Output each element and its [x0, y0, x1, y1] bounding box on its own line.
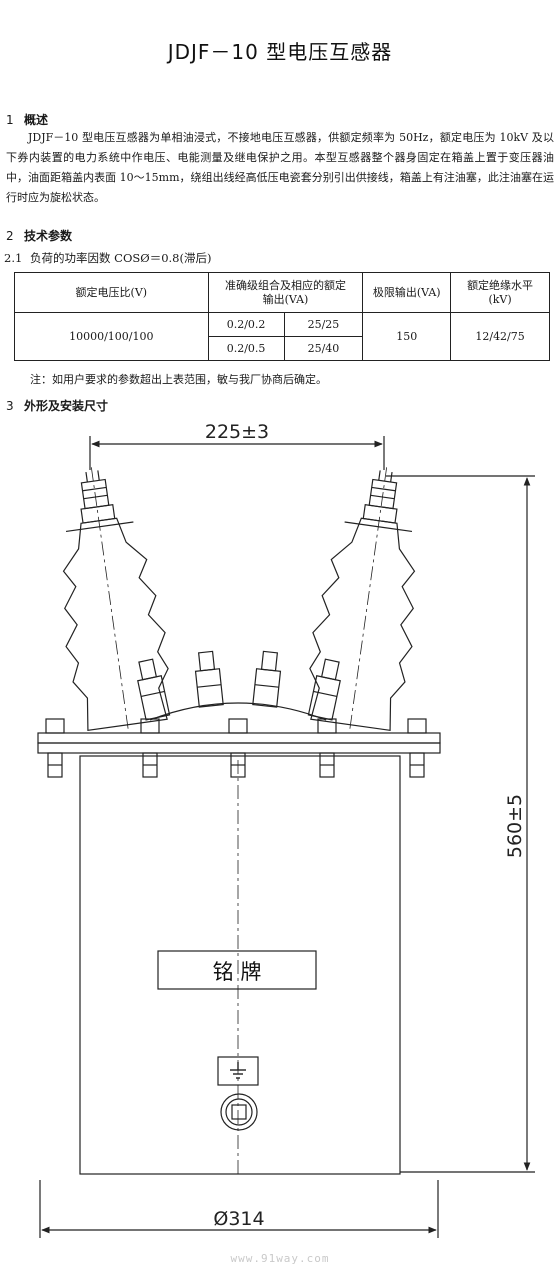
watermark: www.91way.com	[230, 1252, 330, 1265]
cell-class: 0.2/0.2	[207, 312, 285, 337]
header-ratio: 额定电压比(V)	[14, 272, 209, 313]
ground-box	[217, 1056, 259, 1086]
cell-limit: 150	[362, 312, 452, 361]
lid-bolts	[45, 718, 427, 778]
drain-plug	[220, 1093, 258, 1131]
lv-terminals	[137, 650, 341, 721]
section-3-title: 外形及安装尺寸	[24, 399, 109, 413]
section-2-title: 技术参数	[24, 229, 73, 243]
section-1-body: JDJF－10 型电压互感器为单相油浸式，不接地电压互感器，供额定频率为 50H…	[6, 128, 554, 208]
page-title: JDJF－10 型电压互感器	[167, 40, 393, 64]
outline-drawing: 225±3 560±5 Ø314 铭 牌	[37, 421, 535, 1238]
cell-output: 25/25	[283, 312, 364, 337]
cell-ratio: 10000/100/100	[14, 312, 209, 361]
table-row: 0.2/0.5 25/40	[15, 336, 550, 361]
section-3-number: 3	[6, 399, 14, 413]
header-insulation: 额定绝缘水平(kV)	[450, 272, 550, 313]
table-row: 10000/100/100 0.2/0.2 25/25 150 12/42/75	[14, 312, 550, 361]
ground-icon	[230, 1062, 246, 1079]
cell-class: 0.2/0.5	[207, 336, 285, 361]
section-2-1-number: 2.1	[4, 251, 23, 265]
section-1-number: 1	[6, 113, 14, 127]
section-2-number: 2	[6, 229, 14, 243]
nameplate-label: 铭 牌	[213, 960, 262, 984]
section-2-1-text: 负荷的功率因数 COSØ＝0.8(滞后)	[30, 251, 212, 265]
section-1-title: 概述	[24, 113, 49, 127]
table-note: 注：如用户要求的参数超出上表范围，敏与我厂协商后确定。	[30, 373, 327, 386]
header-accuracy: 准确级组合及相应的额定输出(VA)	[207, 272, 364, 313]
tank-body	[79, 755, 401, 1175]
dim-top-label: 225±3	[205, 421, 269, 443]
section-1-heading: 1 概述	[6, 111, 48, 128]
right-hv-bushing	[309, 467, 416, 732]
cell-insulation: 12/42/75	[450, 312, 550, 361]
nameplate-frame	[157, 950, 317, 990]
section-1-text: JDJF－10 型电压互感器为单相油浸式，不接地电压互感器，供额定频率为 50H…	[6, 131, 554, 204]
section-3-heading: 3 外形及安装尺寸	[6, 397, 108, 414]
tank-lid	[37, 732, 441, 744]
spec-table: 额定电压比(V) 准确级组合及相应的额定输出(VA) 极限输出(VA) 额定绝缘…	[14, 272, 550, 361]
section-2-1-heading: 2.1 负荷的功率因数 COSØ＝0.8(滞后)	[4, 250, 211, 266]
dim-height-label: 560±5	[504, 794, 526, 858]
section-2-heading: 2 技术参数	[6, 227, 72, 244]
cell-output: 25/40	[283, 336, 364, 361]
dim-diameter-label: Ø314	[213, 1208, 264, 1230]
left-hv-bushing	[62, 467, 169, 732]
header-limit: 极限输出(VA)	[362, 272, 452, 313]
